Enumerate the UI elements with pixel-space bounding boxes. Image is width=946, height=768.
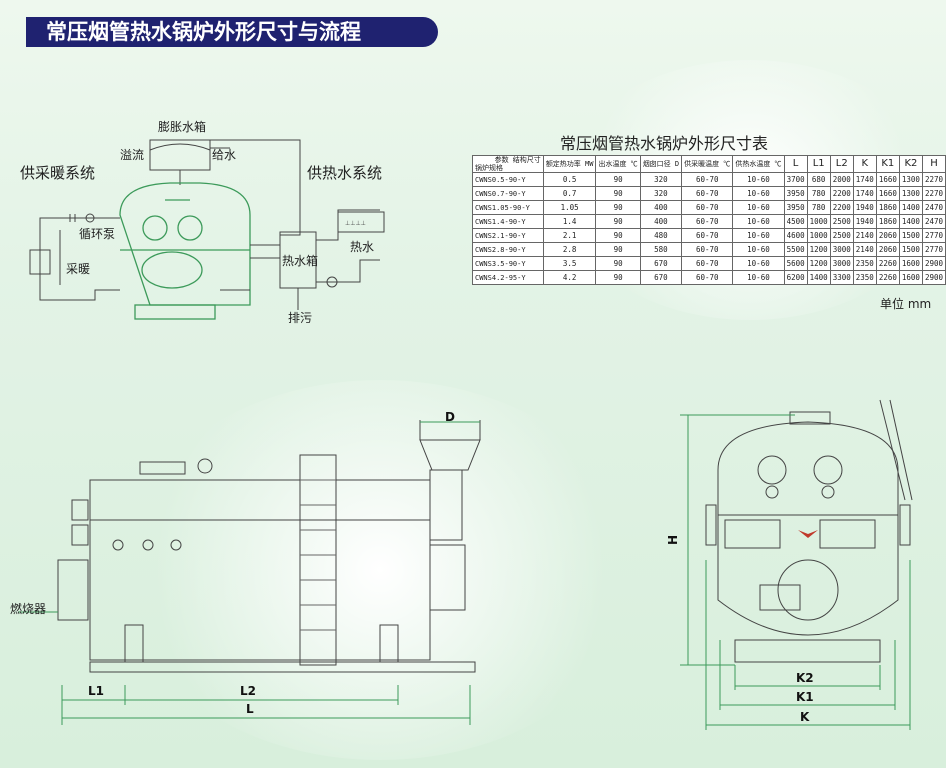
table-title: 常压烟管热水锅炉外形尺寸表 <box>560 134 769 153</box>
value-cell: 2350 <box>852 270 877 285</box>
brand-logo <box>798 530 818 538</box>
burner-shape <box>57 559 89 621</box>
value-cell: 2470 <box>921 214 946 229</box>
value-cell: 1600 <box>898 270 923 285</box>
boiler-outline <box>119 182 251 306</box>
corner-bottom: 锅炉规格 <box>475 164 503 172</box>
heating-system-label: 供采暖系统 <box>20 164 96 182</box>
value-cell: 1400 <box>806 270 831 285</box>
expansion-tank-label: 膨胀水箱 <box>158 120 207 134</box>
circulation-pump-label: 循环泵 <box>79 227 116 241</box>
value-cell: 2060 <box>875 228 900 243</box>
spec-table: 参数 结构尺寸 锅炉规格 额定热功率 MW 出水温度 ℃ 烟囱口径 D 供采暖温… <box>472 155 946 285</box>
dim-L: L <box>246 702 254 716</box>
value-cell: 2260 <box>875 270 900 285</box>
hot-water-system-label: 供热水系统 <box>307 164 383 182</box>
table-header-row: 参数 结构尺寸 锅炉规格 额定热功率 MW 出水温度 ℃ 烟囱口径 D 供采暖温… <box>472 155 946 173</box>
dim-K2: K2 <box>796 671 814 685</box>
dim-L2: L2 <box>240 684 256 698</box>
value-cell: 2900 <box>921 256 946 271</box>
dim-K1: K1 <box>796 690 814 704</box>
col-header: L1 <box>806 155 831 173</box>
drain-label: 排污 <box>288 311 313 325</box>
hot-water-label: 热水 <box>350 240 375 254</box>
dim-H: H <box>666 534 681 546</box>
value-cell: 670 <box>639 270 683 285</box>
dim-D: D <box>445 410 455 424</box>
value-cell: 2200 <box>829 200 854 215</box>
value-cell: 3300 <box>829 270 854 285</box>
svg-text:⊥⊥⊥⊥: ⊥⊥⊥⊥ <box>345 220 366 227</box>
front-body <box>717 421 899 636</box>
page-title: 常压烟管热水锅炉外形尺寸与流程 <box>26 17 438 47</box>
model-cell: CWNS4.2-95-Y <box>472 270 544 285</box>
value-cell: 1740 <box>852 186 877 201</box>
value-cell: 10-60 <box>732 270 785 285</box>
value-cell: 780 <box>806 200 831 215</box>
value-cell: 1200 <box>806 242 831 257</box>
water-supply-label: 给水 <box>212 148 237 162</box>
overflow-label: 溢流 <box>120 148 145 162</box>
hot-water-tank-label: 热水箱 <box>282 254 319 268</box>
value-cell: 1660 <box>875 172 900 187</box>
unit-label: 单位 mm <box>880 297 932 311</box>
chimney-hood <box>419 439 481 471</box>
value-cell: 2500 <box>829 214 854 229</box>
dim-L1: L1 <box>88 684 104 698</box>
dim-K: K <box>800 710 810 724</box>
corner-top: 参数 结构尺寸 <box>494 156 541 164</box>
value-cell: 2900 <box>921 270 946 285</box>
table-corner-header: 参数 结构尺寸 锅炉规格 <box>472 155 544 173</box>
heating-label: 采暖 <box>66 262 91 276</box>
value-cell: 10-60 <box>732 172 785 187</box>
value-cell: 6200 <box>783 270 808 285</box>
value-cell: 4600 <box>783 228 808 243</box>
burner-label: 燃烧器 <box>10 602 47 616</box>
